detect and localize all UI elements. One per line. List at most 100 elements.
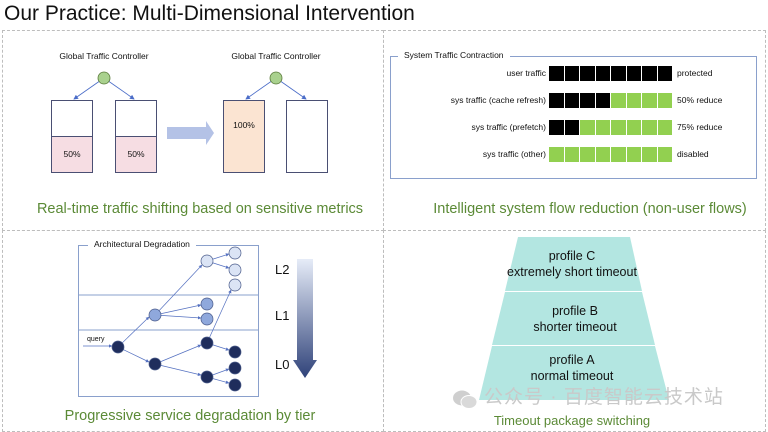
- controller-label-before: Global Traffic Controller: [59, 51, 149, 61]
- degradation-title: Architectural Degradation: [88, 239, 196, 249]
- row-label: sys traffic (cache refresh): [450, 95, 546, 105]
- reduced-cell: [564, 147, 579, 162]
- controller-node-before: [97, 71, 111, 85]
- controller-label-after: Global Traffic Controller: [231, 51, 321, 61]
- reduced-cell: [549, 147, 564, 162]
- profile-b-label: profile B shorter timeout: [475, 303, 675, 335]
- l1-node: [200, 312, 214, 326]
- page-title: Our Practice: Multi-Dimensional Interven…: [4, 2, 415, 25]
- reduced-cell: [642, 93, 657, 108]
- row-status: 50% reduce: [677, 95, 723, 105]
- flow-reduction-caption: Intelligent system flow reduction (non-u…: [433, 201, 747, 217]
- l2-node: [228, 278, 242, 292]
- controller-node-after: [269, 71, 283, 85]
- reduced-cell: [626, 147, 641, 162]
- row-status: protected: [677, 68, 713, 78]
- l0-node: [200, 370, 214, 384]
- active-cell: [580, 93, 595, 108]
- reduced-cell: [611, 93, 626, 108]
- l0-node: [228, 361, 242, 375]
- reduced-cell: [611, 147, 626, 162]
- profile-name: profile B: [552, 304, 598, 318]
- reduced-cell: [611, 120, 626, 135]
- profile-name: profile A: [549, 353, 595, 367]
- row-status: 75% reduce: [677, 122, 723, 132]
- contraction-frame: [390, 56, 757, 179]
- traffic-cells: [549, 147, 672, 162]
- l0-node: [228, 378, 242, 392]
- l2-node: [200, 254, 214, 268]
- reduced-cell: [642, 147, 657, 162]
- reduced-cell: [626, 93, 641, 108]
- traffic-shifting-caption: Real-time traffic shifting based on sens…: [36, 201, 364, 217]
- active-cell: [595, 93, 610, 108]
- profile-a-tier: [479, 346, 669, 400]
- server-box-3: 100%: [223, 100, 265, 173]
- l2-node: [228, 263, 242, 277]
- degradation-diagram: [78, 245, 317, 397]
- reduced-cell: [626, 120, 641, 135]
- row-label: user traffic: [506, 68, 546, 78]
- active-cell: [564, 66, 579, 81]
- load-percent: 50%: [127, 149, 145, 160]
- active-cell: [657, 66, 672, 81]
- reduced-cell: [657, 120, 672, 135]
- profile-desc: shorter timeout: [533, 320, 617, 334]
- active-cell: [549, 120, 564, 135]
- l0-node: [111, 340, 125, 354]
- profile-desc: normal timeout: [530, 369, 614, 383]
- profile-c-tier: [505, 237, 642, 291]
- profile-a-label: profile A normal timeout: [472, 352, 672, 384]
- reduced-cell: [580, 147, 595, 162]
- query-label: query: [87, 336, 105, 343]
- l0-node: [200, 336, 214, 350]
- reduced-cell: [657, 93, 672, 108]
- reduced-cell: [657, 147, 672, 162]
- profile-desc: extremely short timeout: [507, 265, 637, 279]
- reduced-cell: [642, 120, 657, 135]
- l0-node: [148, 357, 162, 371]
- load-percent: 50%: [63, 149, 81, 160]
- l1-node: [148, 308, 162, 322]
- active-cell: [642, 66, 657, 81]
- traffic-cells: [549, 93, 672, 108]
- contraction-title: System Traffic Contraction: [398, 50, 510, 60]
- reduced-cell: [595, 120, 610, 135]
- degradation-caption: Progressive service degradation by tier: [64, 408, 316, 424]
- load-percent: 100%: [233, 120, 255, 131]
- active-cell: [564, 93, 579, 108]
- level-l2: L2: [275, 262, 290, 277]
- traffic-cells: [549, 66, 672, 81]
- active-cell: [549, 66, 564, 81]
- wechat-icon: [452, 389, 478, 409]
- timeout-caption: Timeout package switching: [493, 413, 651, 428]
- active-cell: [580, 66, 595, 81]
- server-box-1: 50%: [51, 100, 93, 173]
- degradation-arrow-icon: [293, 259, 317, 378]
- row-label: sys traffic (other): [482, 149, 546, 159]
- active-cell: [564, 120, 579, 135]
- shift-arrow-icon: [167, 121, 214, 145]
- server-box-2: 50%: [115, 100, 157, 173]
- active-cell: [595, 66, 610, 81]
- level-l0: L0: [275, 357, 290, 372]
- l2-node: [228, 246, 242, 260]
- active-cell: [626, 66, 641, 81]
- profile-c-label: profile C extremely short timeout: [472, 248, 672, 280]
- traffic-cells: [549, 120, 672, 135]
- timeout-pyramid: [479, 237, 669, 400]
- profile-name: profile C: [548, 249, 596, 263]
- reduced-cell: [580, 120, 595, 135]
- reduced-cell: [595, 147, 610, 162]
- watermark: 公众号 · 百度智能云技术站: [484, 387, 724, 408]
- l1-node: [200, 297, 214, 311]
- level-l1: L1: [275, 308, 290, 323]
- active-cell: [549, 93, 564, 108]
- server-box-4: [286, 100, 328, 173]
- profile-b-tier: [492, 292, 655, 345]
- row-status: disabled: [677, 149, 709, 159]
- row-label: sys traffic (prefetch): [471, 122, 546, 132]
- traffic-shifting-diagram: [73, 71, 307, 145]
- active-cell: [611, 66, 626, 81]
- l0-node: [228, 345, 242, 359]
